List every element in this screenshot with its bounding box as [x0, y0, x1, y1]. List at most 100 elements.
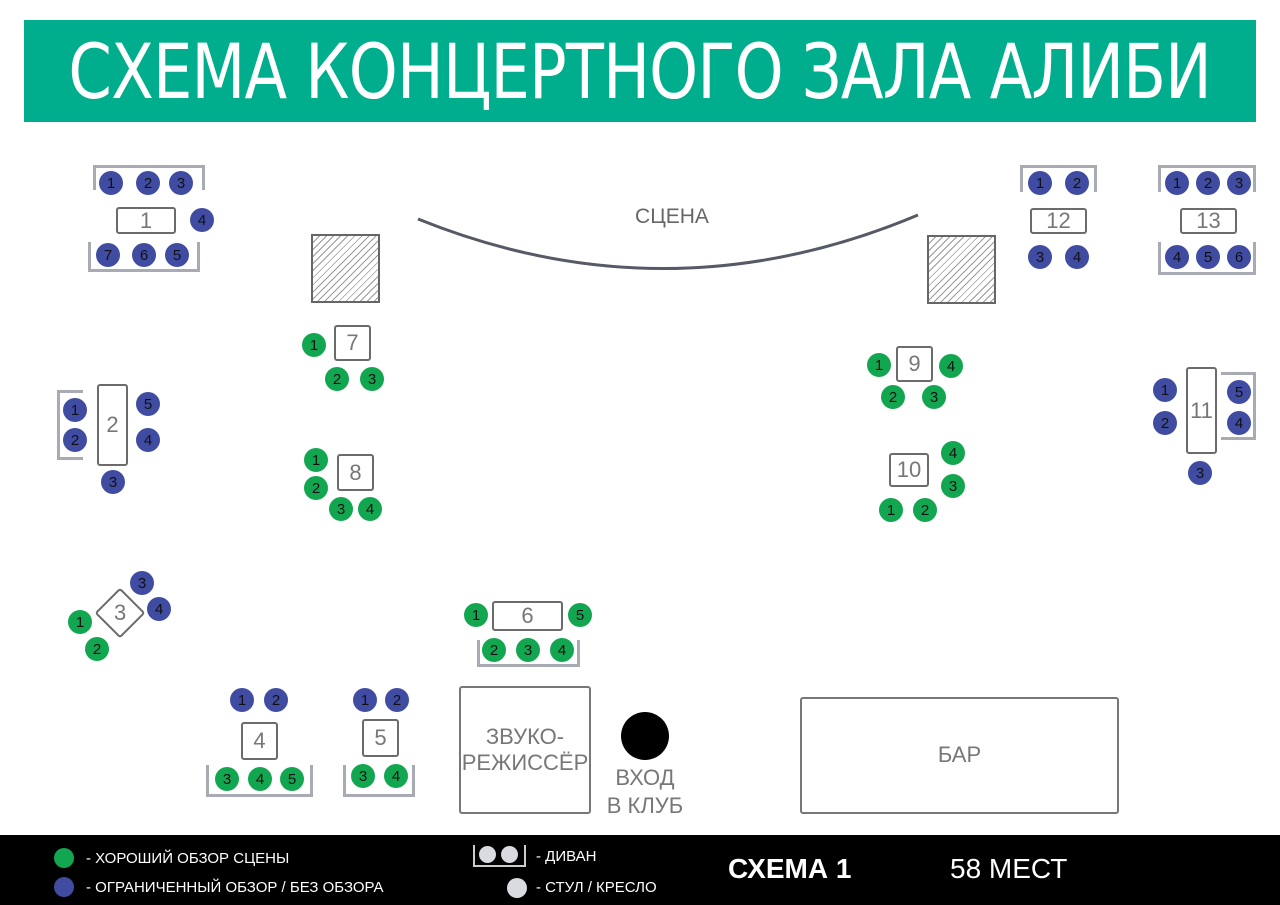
sofa — [343, 765, 415, 797]
seat-t4-2[interactable]: 2 — [264, 688, 288, 712]
table-4[interactable]: 4 — [241, 722, 278, 760]
seat-t1-3[interactable]: 3 — [169, 171, 193, 195]
table-number: 8 — [349, 459, 362, 485]
seat-t2-5[interactable]: 5 — [136, 392, 160, 416]
table-6[interactable]: 6 — [492, 601, 563, 631]
seat-t1-6[interactable]: 6 — [132, 243, 156, 267]
seat-t1-4[interactable]: 4 — [190, 208, 214, 232]
table-2[interactable]: 2 — [97, 384, 128, 466]
seat-t4-5[interactable]: 5 — [280, 767, 304, 791]
seat-t9-3[interactable]: 3 — [922, 385, 946, 409]
seat-t2-3[interactable]: 3 — [101, 470, 125, 494]
seat-t11-2[interactable]: 2 — [1153, 411, 1177, 435]
table-1[interactable]: 1 — [116, 207, 176, 234]
seat-t7-1[interactable]: 1 — [302, 333, 326, 357]
seat-t13-2[interactable]: 2 — [1196, 171, 1220, 195]
table-7[interactable]: 7 — [334, 325, 371, 361]
seat-t4-3[interactable]: 3 — [215, 767, 239, 791]
table-12[interactable]: 12 — [1030, 208, 1087, 234]
seat-t6-2[interactable]: 2 — [482, 638, 506, 662]
table-8[interactable]: 8 — [337, 454, 374, 491]
page-title: СХЕМА КОНЦЕРТНОГО ЗАЛА АЛИБИ — [68, 26, 1212, 116]
pillar — [927, 235, 996, 304]
seat-t8-2[interactable]: 2 — [304, 476, 328, 500]
seat-t11-3[interactable]: 3 — [1188, 461, 1212, 485]
limited-view-swatch — [54, 877, 74, 897]
seat-t4-4[interactable]: 4 — [248, 767, 272, 791]
seat-t6-4[interactable]: 4 — [550, 638, 574, 662]
seat-t5-2[interactable]: 2 — [385, 688, 409, 712]
sofa — [1158, 165, 1256, 192]
seat-t12-1[interactable]: 1 — [1028, 171, 1052, 195]
capacity: 58 МЕСТ — [950, 853, 1068, 884]
sofa — [477, 640, 580, 667]
seat-t11-4[interactable]: 4 — [1227, 411, 1251, 435]
seat-t9-2[interactable]: 2 — [881, 385, 905, 409]
table-number: 10 — [896, 457, 922, 482]
table-13[interactable]: 13 — [1180, 208, 1237, 234]
seat-t13-3[interactable]: 3 — [1227, 171, 1251, 195]
table-number: 4 — [253, 728, 266, 753]
seat-t3-3[interactable]: 3 — [130, 571, 154, 595]
seat-t2-2[interactable]: 2 — [63, 428, 87, 452]
title-banner: СХЕМА КОНЦЕРТНОГО ЗАЛА АЛИБИ — [24, 20, 1256, 122]
seat-t1-5[interactable]: 5 — [165, 243, 189, 267]
good-view-swatch — [54, 848, 74, 868]
seat-t1-1[interactable]: 1 — [99, 171, 123, 195]
seat-t10-4[interactable]: 4 — [941, 441, 965, 465]
seat-t7-3[interactable]: 3 — [360, 367, 384, 391]
table-number: 6 — [521, 603, 534, 628]
sofa — [1020, 165, 1097, 192]
seat-t8-3[interactable]: 3 — [329, 497, 353, 521]
seat-t5-3[interactable]: 3 — [351, 764, 375, 788]
seat-t11-5[interactable]: 5 — [1227, 380, 1251, 404]
seat-t5-4[interactable]: 4 — [384, 764, 408, 788]
seat-t2-4[interactable]: 4 — [136, 428, 160, 452]
seat-t10-3[interactable]: 3 — [941, 474, 965, 498]
seat-t6-3[interactable]: 3 — [516, 638, 540, 662]
scheme-label: СХЕМА 1 — [728, 853, 852, 884]
seat-t1-2[interactable]: 2 — [136, 171, 160, 195]
seat-t8-1[interactable]: 1 — [304, 448, 328, 472]
seat-t3-4[interactable]: 4 — [147, 597, 171, 621]
seat-t3-2[interactable]: 2 — [85, 637, 109, 661]
seat-t7-2[interactable]: 2 — [325, 367, 349, 391]
seat-t9-1[interactable]: 1 — [867, 353, 891, 377]
seat-t3-1[interactable]: 1 — [68, 610, 92, 634]
sofa — [57, 390, 83, 460]
table-number: 1 — [139, 207, 153, 233]
table-5[interactable]: 5 — [362, 719, 399, 757]
seat-t9-4[interactable]: 4 — [939, 354, 963, 378]
seat-t12-3[interactable]: 3 — [1028, 245, 1052, 269]
seat-t13-1[interactable]: 1 — [1165, 171, 1189, 195]
seat-t10-2[interactable]: 2 — [913, 498, 937, 522]
seat-t6-1[interactable]: 1 — [464, 603, 488, 627]
seat-t5-1[interactable]: 1 — [353, 688, 377, 712]
seat-t4-1[interactable]: 1 — [230, 688, 254, 712]
legend-good: - ХОРОШИЙ ОБЗОР СЦЕНЫ — [86, 850, 290, 867]
legend-footer: - ХОРОШИЙ ОБЗОР СЦЕНЫ - ОГРАНИЧЕННЫЙ ОБЗ… — [0, 835, 1280, 905]
table-number: 7 — [346, 330, 359, 355]
seat-t13-4[interactable]: 4 — [1165, 245, 1189, 269]
table-number: 3 — [113, 600, 127, 625]
seat-t12-4[interactable]: 4 — [1065, 245, 1089, 269]
table-9[interactable]: 9 — [896, 346, 933, 382]
table-number: 2 — [106, 412, 119, 437]
seat-t12-2[interactable]: 2 — [1065, 171, 1089, 195]
table-11[interactable]: 11 — [1186, 367, 1217, 454]
table-number: 13 — [1196, 208, 1221, 233]
seat-t13-6[interactable]: 6 — [1227, 245, 1251, 269]
stage-arc — [417, 213, 919, 270]
seat-t10-1[interactable]: 1 — [879, 498, 903, 522]
table-10[interactable]: 10 — [889, 453, 929, 487]
seat-t1-7[interactable]: 7 — [96, 243, 120, 267]
seat-t11-1[interactable]: 1 — [1153, 378, 1177, 402]
sofa-icon — [473, 845, 526, 867]
table-number: 11 — [1190, 397, 1213, 423]
seat-t2-1[interactable]: 1 — [63, 398, 87, 422]
pillar — [311, 234, 380, 303]
seat-t13-5[interactable]: 5 — [1196, 245, 1220, 269]
seat-t6-5[interactable]: 5 — [568, 603, 592, 627]
sofa — [206, 765, 313, 797]
seat-t8-4[interactable]: 4 — [358, 497, 382, 521]
